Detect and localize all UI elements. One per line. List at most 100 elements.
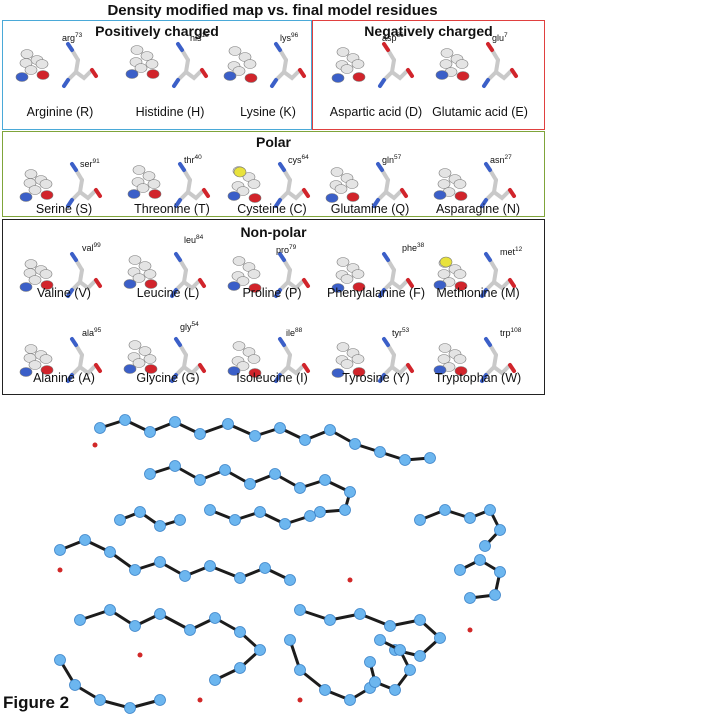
residue-id-label: ala95: [82, 327, 101, 338]
residue-abbr: leu: [184, 235, 197, 245]
residue-number: 96: [291, 32, 299, 39]
oxygen-dot: [92, 442, 98, 448]
residue-cell-gly: Glycine (G)gly54: [118, 321, 218, 420]
residue-abbr: ile: [286, 328, 296, 338]
residue-density-his: [125, 42, 208, 88]
residue-density-asp: [331, 42, 414, 88]
oxygen-dot: [467, 627, 473, 633]
residue-number: 7: [504, 32, 508, 39]
residue-number: 12: [515, 246, 523, 253]
residue-abbr: met: [500, 247, 516, 257]
residue-name-label: Lysine (K): [240, 105, 296, 119]
residue-cell-phe: Phenylalanine (F) phe38: [326, 240, 426, 335]
residue-density-cys: [227, 162, 310, 208]
residue-name-label: Methionine (M): [436, 286, 520, 300]
density-chain-9: [454, 554, 506, 604]
residue-name-label: Valine (V): [37, 286, 91, 300]
residue-number: 99: [93, 242, 101, 249]
residue-id-label: cys64: [288, 154, 309, 165]
residue-name-label: Arginine (R): [26, 105, 94, 119]
residue-abbr: val: [82, 243, 94, 253]
panel-title-positive: Positively charged: [95, 23, 219, 39]
residue-name-label: Phenylalanine (F): [327, 286, 425, 300]
residue-cell-tyr: Tyrosine (Y) tyr53: [326, 325, 426, 420]
residue-abbr: cys: [288, 155, 302, 165]
residue-name-label: Asparagine (N): [435, 202, 521, 216]
residue-name-label: Histidine (H): [135, 105, 205, 119]
residue-number: 95: [94, 327, 102, 334]
residue-abbr: ala: [82, 328, 95, 338]
residue-id-label: ile88: [286, 327, 302, 338]
residue-name-label: Threonine (T): [134, 202, 210, 216]
residue-density-ile: [227, 337, 310, 383]
residue-id-label: trp108: [500, 327, 521, 338]
figure-label: Figure 2: [3, 693, 70, 712]
density-chain-10: [54, 654, 166, 714]
residue-abbr: pro: [276, 245, 290, 255]
residue-cell-arg: Arginine (R)arg73: [10, 30, 110, 125]
residue-number: 108: [510, 327, 522, 334]
residue-cell-trp: Tryptophan (W) trp108: [428, 325, 528, 420]
residue-abbr: lys: [280, 33, 291, 43]
residue-id-label: ser91: [80, 158, 100, 169]
residue-cell-lys: Lysine (K) lys96: [218, 30, 318, 125]
residue-number: 53: [402, 327, 410, 334]
residue-cell-ala: Alanine (A) ala95: [14, 325, 114, 420]
residue-density-ser: [19, 162, 102, 208]
residue-abbr: asp: [382, 33, 397, 43]
residue-density-asn: [433, 162, 516, 208]
residue-name-label: Serine (S): [35, 202, 93, 216]
residue-name-label: Tyrosine (Y): [342, 371, 410, 385]
residue-abbr: ser: [80, 159, 93, 169]
residue-id-label: lys96: [280, 32, 298, 43]
residue-cell-val: Valine (V) val99: [14, 240, 114, 335]
residue-density-arg: [15, 42, 98, 88]
density-chain-12: [114, 506, 186, 532]
residue-abbr: trp: [500, 328, 511, 338]
residue-number: 64: [301, 154, 309, 161]
residue-cell-pro: Proline (P)pro79: [222, 240, 322, 335]
residue-number: 38: [417, 242, 425, 249]
residue-cell-ser: Serine (S) ser91: [14, 150, 114, 245]
residue-name-label: Cysteine (C): [237, 202, 307, 216]
oxygen-dot: [137, 652, 143, 658]
residue-name-label: Isoleucine (I): [236, 371, 308, 385]
residue-density-gln: [325, 162, 408, 208]
residue-name-label: Glutamic acid (E): [432, 105, 528, 119]
panel-negative: Negatively charged: [312, 20, 545, 130]
residue-density-phe: [331, 252, 414, 298]
residue-density-trp: [433, 337, 516, 383]
residue-cell-his: Histidine (H) his15: [120, 30, 220, 125]
residue-density-leu: [123, 252, 206, 298]
residue-id-label: his15: [190, 32, 209, 43]
residue-density-lys: [223, 42, 306, 88]
residue-id-label: asp66: [382, 32, 404, 43]
residue-id-label: pro79: [276, 244, 296, 255]
oxygen-dot: [347, 577, 353, 583]
residue-name-label: Alanine (A): [33, 371, 95, 385]
residue-abbr: gly: [180, 322, 192, 332]
density-chain-2: [144, 460, 356, 518]
density-chain-8: [414, 504, 506, 552]
residue-cell-glu: Glutamic acid (E) glu7: [430, 30, 530, 125]
residue-name-label: Tryptophan (W): [434, 371, 522, 385]
residue-cell-asn: Asparagine (N)asn27: [428, 150, 528, 245]
panel-polar: Polar: [2, 131, 545, 217]
residue-density-glu: [435, 42, 518, 88]
residue-density-val: [19, 252, 102, 298]
residue-cell-gln: Glutamine (Q)gln57: [320, 150, 420, 245]
figure-title: Density modified map vs. final model res…: [107, 2, 438, 19]
residue-number: 27: [504, 154, 512, 161]
panel-positive: Positively charged: [2, 20, 312, 130]
density-chain-4: [74, 604, 266, 686]
residue-id-label: met12: [500, 246, 522, 257]
residue-id-label: tyr53: [392, 327, 409, 338]
residue-id-label: phe38: [402, 242, 424, 253]
residue-name-label: Aspartic acid (D): [329, 105, 423, 119]
residue-id-label: leu84: [184, 234, 203, 245]
density-chain-1: [94, 414, 436, 466]
residue-abbr: his: [190, 33, 202, 43]
residue-abbr: gln: [382, 155, 395, 165]
residue-id-label: glu7: [492, 32, 508, 43]
oxygen-dot: [297, 697, 303, 703]
